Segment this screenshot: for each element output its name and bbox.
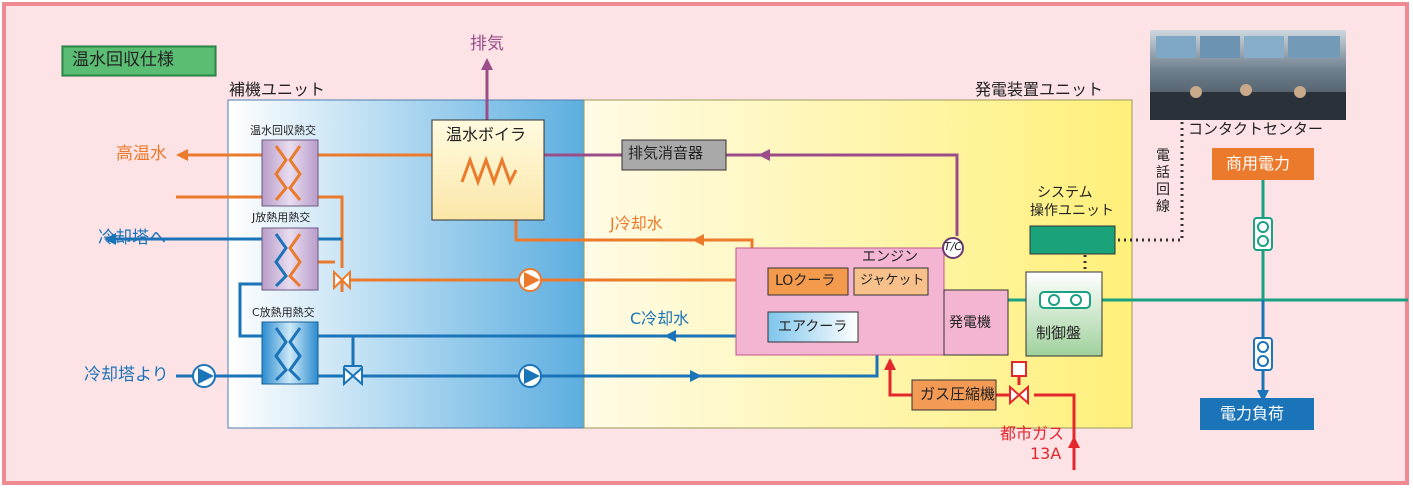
lo-cooler-label: LOクーラ bbox=[775, 273, 836, 289]
exhaust-label: 排気 bbox=[470, 34, 504, 54]
air-cooler-label: エアクーラ bbox=[778, 319, 848, 335]
j-water-label: J冷却水 bbox=[610, 214, 663, 233]
system-unit-box bbox=[1029, 225, 1116, 255]
hx-c-label: C放熱用熱交 bbox=[252, 306, 315, 319]
pump-cool-icon bbox=[518, 364, 542, 388]
system-unit-label-1: システム bbox=[1037, 185, 1093, 201]
comm-lines bbox=[1083, 122, 1184, 270]
gas-arrow-engine bbox=[884, 358, 896, 370]
return-arrow bbox=[690, 370, 702, 382]
turbo-icon bbox=[942, 237, 964, 259]
exhaust-line bbox=[481, 58, 959, 236]
jacket-label: ジャケット bbox=[860, 273, 925, 288]
valve-c-icon bbox=[343, 365, 363, 387]
gen-unit-label: 発電装置ユニット bbox=[975, 80, 1104, 99]
contact-center-photo bbox=[1150, 30, 1346, 120]
phone-line-label: 電話回線 bbox=[1156, 148, 1170, 215]
hx-hot-label: 温水回収熱交 bbox=[250, 124, 316, 137]
title-badge-inner bbox=[64, 48, 214, 74]
compressor-label: ガス圧縮機 bbox=[920, 385, 996, 403]
hot-water-label: 高温水 bbox=[116, 144, 167, 164]
hx-hot bbox=[261, 139, 319, 207]
grid-power-box bbox=[1212, 148, 1314, 180]
generator-label: 発電機 bbox=[949, 315, 991, 331]
cwater-arrow bbox=[664, 330, 676, 342]
muffler-box bbox=[621, 139, 727, 171]
aux-unit-label: 補機ユニット bbox=[229, 80, 326, 99]
boiler-label: 温水ボイラ bbox=[446, 125, 527, 144]
breaker-lower-icon bbox=[1253, 337, 1273, 371]
to-tower-arrow bbox=[104, 233, 116, 245]
to-tower-label: 冷却塔へ bbox=[98, 228, 166, 248]
jacket-box bbox=[853, 267, 929, 296]
city-gas-label-1: 都市ガス bbox=[1000, 424, 1065, 443]
system-unit-label-2: 操作ユニット bbox=[1030, 203, 1114, 219]
muffler-label: 排気消音器 bbox=[628, 144, 704, 162]
control-breaker-icon bbox=[1039, 291, 1091, 309]
hx-j bbox=[261, 227, 319, 291]
jwater-arrow bbox=[692, 234, 704, 246]
control-panel-box bbox=[1025, 271, 1103, 357]
gas-valve-icon bbox=[1009, 361, 1029, 406]
valve-j-icon bbox=[333, 269, 351, 291]
hx-c bbox=[261, 321, 319, 385]
air-cooler-box bbox=[767, 311, 859, 343]
title-label: 温水回収仕様 bbox=[72, 50, 174, 70]
load-box bbox=[1200, 398, 1314, 430]
boiler bbox=[431, 119, 545, 221]
control-label: 制御盤 bbox=[1036, 324, 1082, 342]
pump-hot-icon bbox=[518, 268, 542, 292]
contact-center-label: コンタクトセンター bbox=[1188, 120, 1324, 138]
grid-power-label: 商用電力 bbox=[1226, 154, 1291, 173]
from-tower-label: 冷却塔より bbox=[84, 365, 169, 385]
city-gas-label-2: 13A bbox=[1030, 444, 1062, 463]
tc-label: T/C bbox=[944, 240, 963, 253]
pump-tower-icon bbox=[192, 364, 216, 388]
breaker-upper-icon bbox=[1253, 217, 1273, 251]
hot-arrow-left bbox=[176, 149, 188, 161]
hx-j-label: J放熱用熱交 bbox=[252, 211, 311, 224]
generator-box bbox=[943, 289, 1009, 356]
c-water-label: C冷却水 bbox=[630, 309, 690, 328]
compressor-box bbox=[911, 379, 997, 411]
engine-label: エンジン bbox=[862, 249, 918, 265]
lo-cooler-box bbox=[767, 267, 849, 296]
load-label: 電力負荷 bbox=[1220, 404, 1285, 423]
load-arrow bbox=[1257, 390, 1269, 402]
gas-arrow-up bbox=[1068, 436, 1080, 448]
